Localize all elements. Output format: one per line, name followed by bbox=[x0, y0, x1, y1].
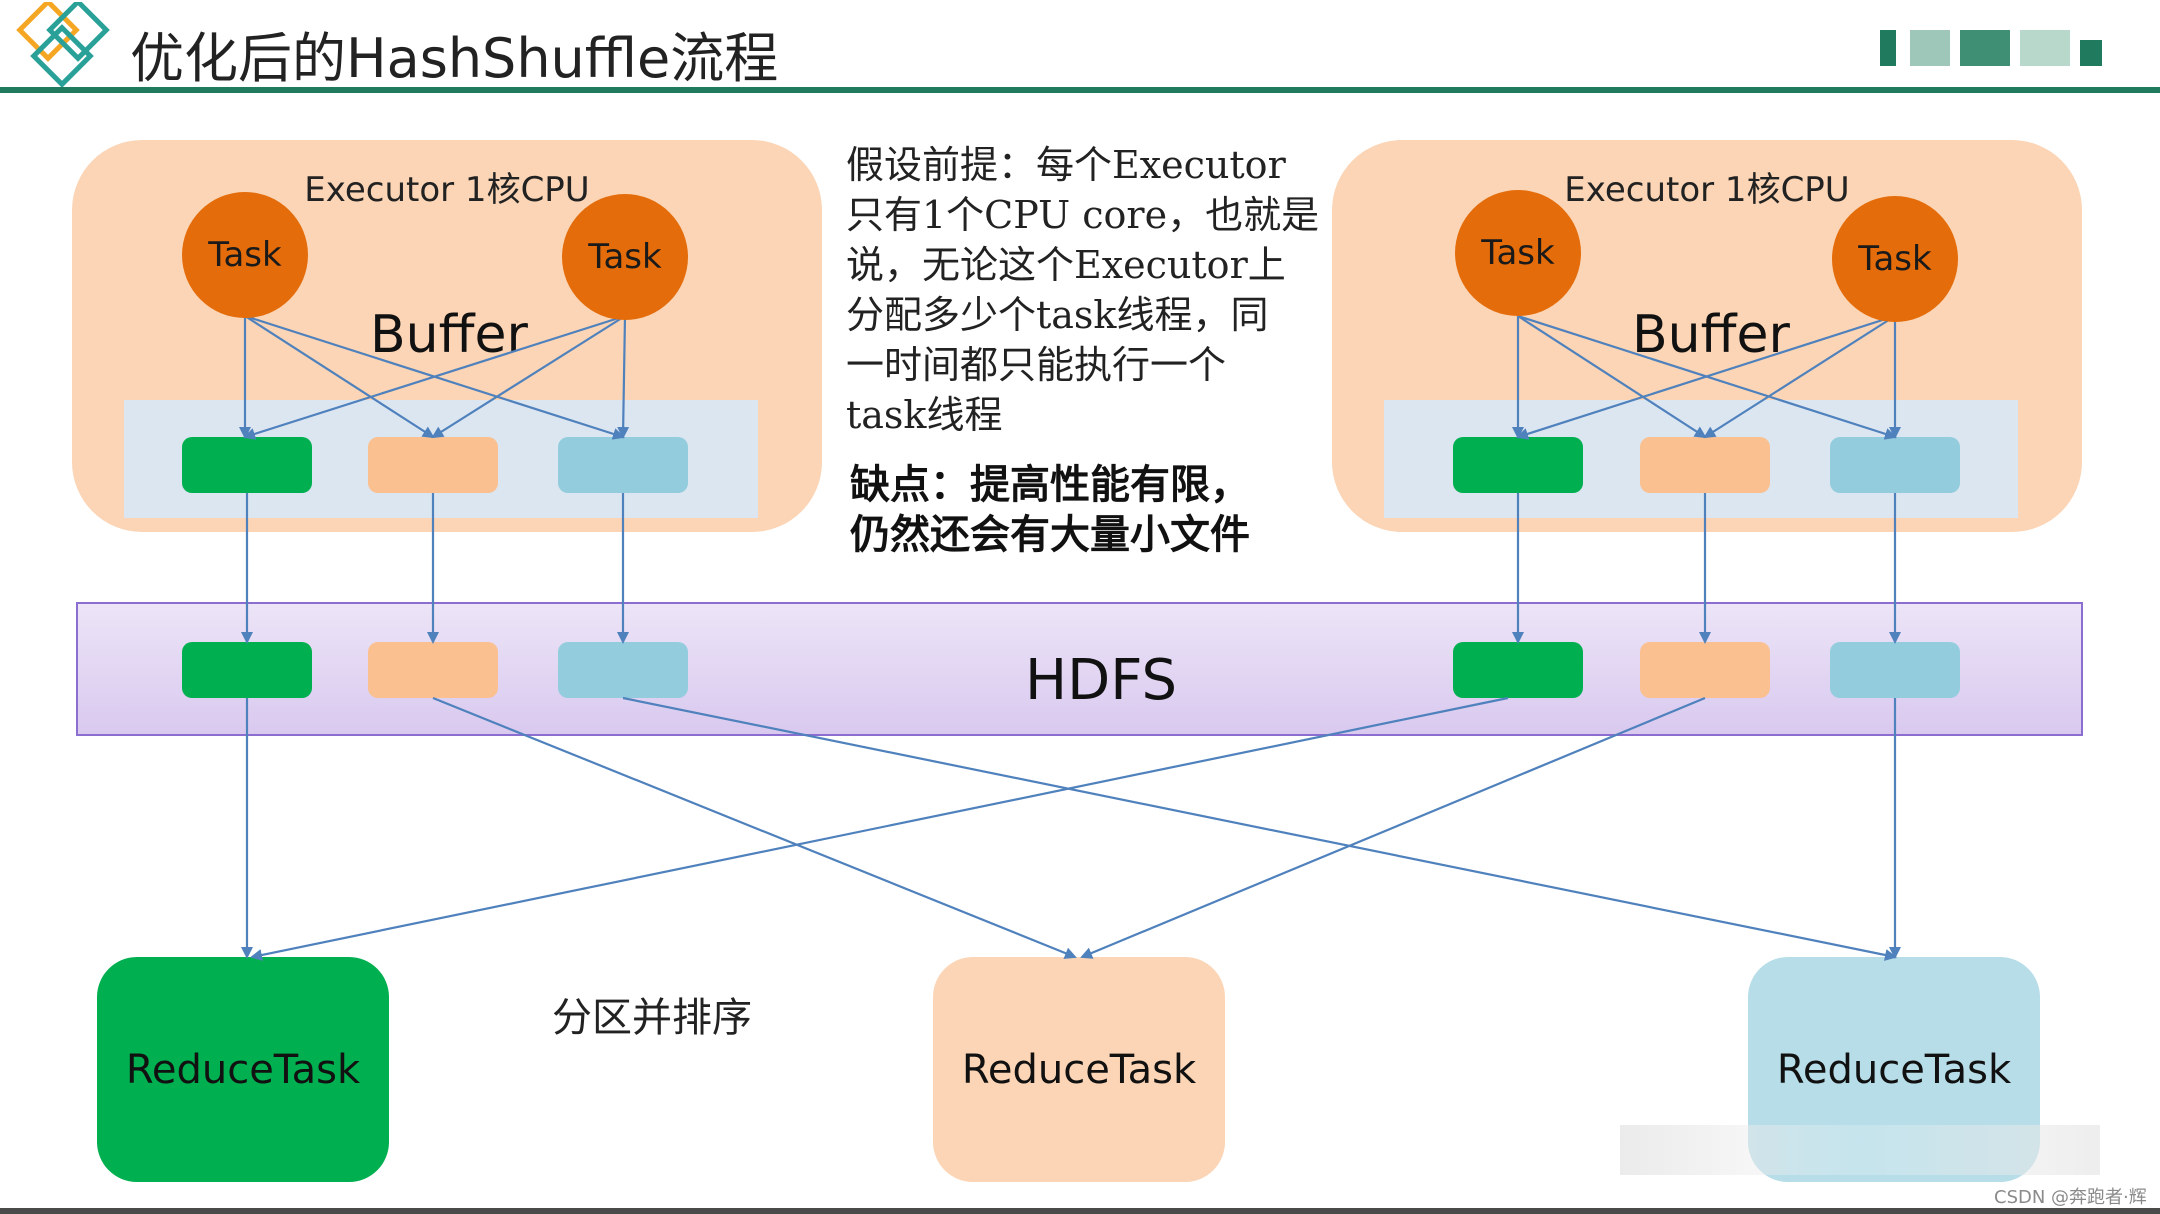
hdfs-label: HDFS bbox=[1025, 648, 1178, 713]
hdfs-file-orange bbox=[368, 642, 498, 698]
arrow bbox=[1080, 696, 1706, 959]
buffer-label: Buffer bbox=[1632, 305, 1790, 365]
note-line: 假设前提：每个Executor bbox=[846, 143, 1286, 187]
executor-label: Executor 1核CPU bbox=[1564, 170, 1850, 210]
buffer-partition-blue bbox=[558, 437, 688, 493]
drawback-note: 缺点：提高性能有限， 仍然还会有大量小文件 bbox=[850, 460, 1320, 560]
arrow bbox=[1516, 314, 1896, 440]
drawback-line: 缺点：提高性能有限， bbox=[850, 461, 1250, 508]
buffer-partition-orange bbox=[1640, 437, 1770, 493]
arrow bbox=[1517, 315, 1707, 439]
reduce-task-label: ReduceTask bbox=[1776, 1046, 2012, 1093]
reduce-task-green: ReduceTask bbox=[97, 957, 389, 1182]
assumption-note: 假设前提：每个Executor 只有1个CPU core，也就是 说，无论这个E… bbox=[846, 140, 1336, 440]
note-line: 只有1个CPU core，也就是 bbox=[846, 193, 1320, 237]
arrow bbox=[250, 696, 1509, 961]
note-line: 分配多少个task线程，同 bbox=[846, 293, 1269, 337]
buffer-partition-green bbox=[182, 437, 312, 493]
arrow bbox=[622, 696, 1897, 961]
drawback-line: 仍然还会有大量小文件 bbox=[850, 511, 1250, 558]
watermark: CSDN @奔跑者·辉 bbox=[1994, 1187, 2147, 1208]
reduce-task-label: ReduceTask bbox=[961, 1046, 1197, 1093]
reduce-task-label: ReduceTask bbox=[125, 1046, 361, 1093]
note-line: 一时间都只能执行一个 bbox=[846, 343, 1227, 387]
task-circle: Task bbox=[1832, 196, 1958, 322]
arrow bbox=[243, 314, 626, 440]
task-circle: Task bbox=[562, 194, 688, 320]
partition-label: 分区并排序 bbox=[552, 995, 752, 1041]
arrow bbox=[244, 315, 435, 439]
blurred-artifact bbox=[1620, 1125, 2100, 1175]
note-line: task线程 bbox=[846, 393, 1003, 437]
hdfs-file-green bbox=[1453, 642, 1583, 698]
note-line: 说，无论这个Executor上 bbox=[846, 243, 1286, 287]
task-circle: Task bbox=[182, 192, 308, 318]
buffer-partition-orange bbox=[368, 437, 498, 493]
executor-label: Executor 1核CPU bbox=[304, 170, 590, 210]
hdfs-file-green bbox=[182, 642, 312, 698]
buffer-partition-blue bbox=[1830, 437, 1960, 493]
hdfs-file-orange bbox=[1640, 642, 1770, 698]
arrow bbox=[431, 315, 626, 439]
hdfs-file-blue bbox=[1830, 642, 1960, 698]
bottom-rule bbox=[0, 1208, 2160, 1214]
arrow bbox=[432, 696, 1077, 959]
blurred-logo bbox=[1880, 30, 2110, 68]
reduce-task-orange: ReduceTask bbox=[933, 957, 1225, 1182]
diamond-logo-icon bbox=[16, 2, 110, 88]
hdfs-file-blue bbox=[558, 642, 688, 698]
task-circle: Task bbox=[1455, 190, 1581, 316]
arrow bbox=[617, 315, 630, 439]
buffer-partition-green bbox=[1453, 437, 1583, 493]
arrow bbox=[1703, 315, 1896, 439]
page-title: 优化后的HashShuffle流程 bbox=[130, 27, 779, 90]
header-rule bbox=[0, 87, 2160, 93]
